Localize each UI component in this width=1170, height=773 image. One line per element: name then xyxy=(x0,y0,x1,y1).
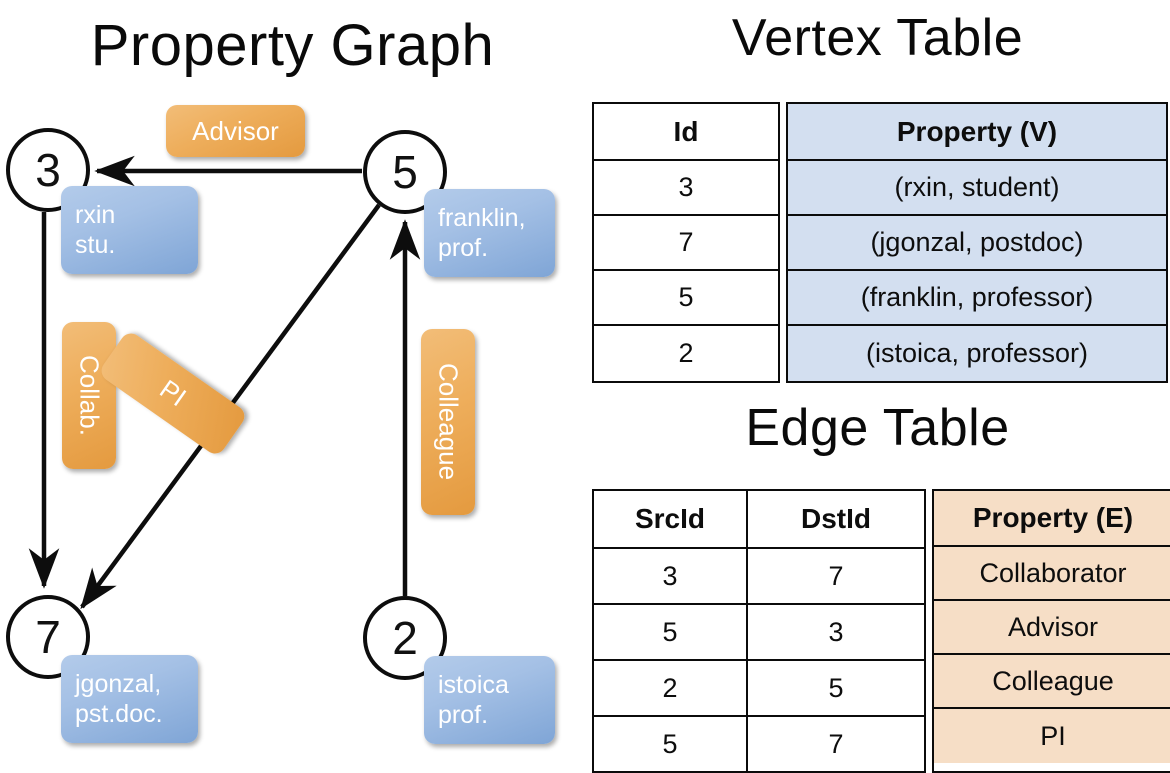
edge-table-header-dstid: DstId xyxy=(748,491,924,547)
edge-table-row: 5 3 xyxy=(594,603,924,659)
node-property-box-jgonzal[interactable]: jgonzal, pst.doc. xyxy=(61,655,198,743)
vertex-table-cell-id: 5 xyxy=(594,271,778,326)
page-title-edge-table: Edge Table xyxy=(745,399,1010,457)
vertex-table-cell-property: (istoica, professor) xyxy=(788,326,1166,381)
edge-label-collab[interactable]: Collab. xyxy=(62,322,116,469)
node-property-line1: franklin, xyxy=(438,203,526,232)
vertex-table-cell-property: (rxin, student) xyxy=(788,161,1166,216)
edge-table-cell-srcid: 3 xyxy=(594,549,748,603)
node-property-line2: prof. xyxy=(438,701,489,729)
edge-label-colleague[interactable]: Colleague xyxy=(421,329,475,515)
edge-table-cell-property: PI xyxy=(934,709,1170,763)
edge-table-cell-property: Collaborator xyxy=(934,547,1170,601)
vertex-table-cell-property: (franklin, professor) xyxy=(788,271,1166,326)
edge-table-id-columns: SrcId DstId 3 7 5 3 2 5 5 7 xyxy=(592,489,926,773)
node-property-line2: stu. xyxy=(75,231,116,259)
edge-label-advisor[interactable]: Advisor xyxy=(166,105,305,157)
edge-table-row: 3 7 xyxy=(594,547,924,603)
edge-table-header-property: Property (E) xyxy=(934,491,1170,547)
vertex-table-cell-id: 3 xyxy=(594,161,778,216)
edge-table-cell-srcid: 2 xyxy=(594,661,748,715)
node-property-box-rxin[interactable]: rxin stu. xyxy=(61,186,198,274)
edge-table-cell-dstid: 7 xyxy=(748,549,924,603)
edge-table-cell-dstid: 3 xyxy=(748,605,924,659)
node-property-line1: jgonzal, xyxy=(75,669,162,698)
edge-table-row: 2 5 xyxy=(594,659,924,715)
vertex-table: Id 3 7 5 2 Property (V) (rxin, student) … xyxy=(592,102,1168,383)
node-property-box-franklin[interactable]: franklin, prof. xyxy=(424,189,555,277)
vertex-table-cell-id: 2 xyxy=(594,326,778,381)
node-property-line1: istoica xyxy=(438,670,509,699)
edge-table-cell-dstid: 7 xyxy=(748,717,924,771)
node-property-line1: rxin xyxy=(75,200,116,229)
edge-table-cell-srcid: 5 xyxy=(594,605,748,659)
edge-table-header-srcid: SrcId xyxy=(594,491,748,547)
graph-node-5[interactable]: 5 xyxy=(363,130,447,214)
edge-table-row: 5 7 xyxy=(594,715,924,771)
edge-table-cell-dstid: 5 xyxy=(748,661,924,715)
edge-table-header-row: SrcId DstId xyxy=(594,491,924,547)
vertex-table-cell-id: 7 xyxy=(594,216,778,271)
vertex-table-cell-property: (jgonzal, postdoc) xyxy=(788,216,1166,271)
edge-table-cell-property: Colleague xyxy=(934,655,1170,709)
vertex-table-id-column: Id 3 7 5 2 xyxy=(592,102,780,383)
vertex-table-header-property: Property (V) xyxy=(788,104,1166,161)
page-title-property-graph: Property Graph xyxy=(90,13,495,78)
node-property-line2: prof. xyxy=(438,234,489,262)
page-title-vertex-table: Vertex Table xyxy=(731,9,1024,67)
vertex-table-header-id: Id xyxy=(594,104,778,161)
edge-table-property-column: Property (E) Collaborator Advisor Collea… xyxy=(932,489,1170,773)
edge-table: SrcId DstId 3 7 5 3 2 5 5 7 Property (E)… xyxy=(592,489,1170,773)
edge-table-cell-srcid: 5 xyxy=(594,717,748,771)
node-property-box-istoica[interactable]: istoica prof. xyxy=(424,656,555,744)
node-property-line2: pst.doc. xyxy=(75,700,163,728)
graph-node-2[interactable]: 2 xyxy=(363,596,447,680)
edge-table-cell-property: Advisor xyxy=(934,601,1170,655)
vertex-table-property-column: Property (V) (rxin, student) (jgonzal, p… xyxy=(786,102,1168,383)
